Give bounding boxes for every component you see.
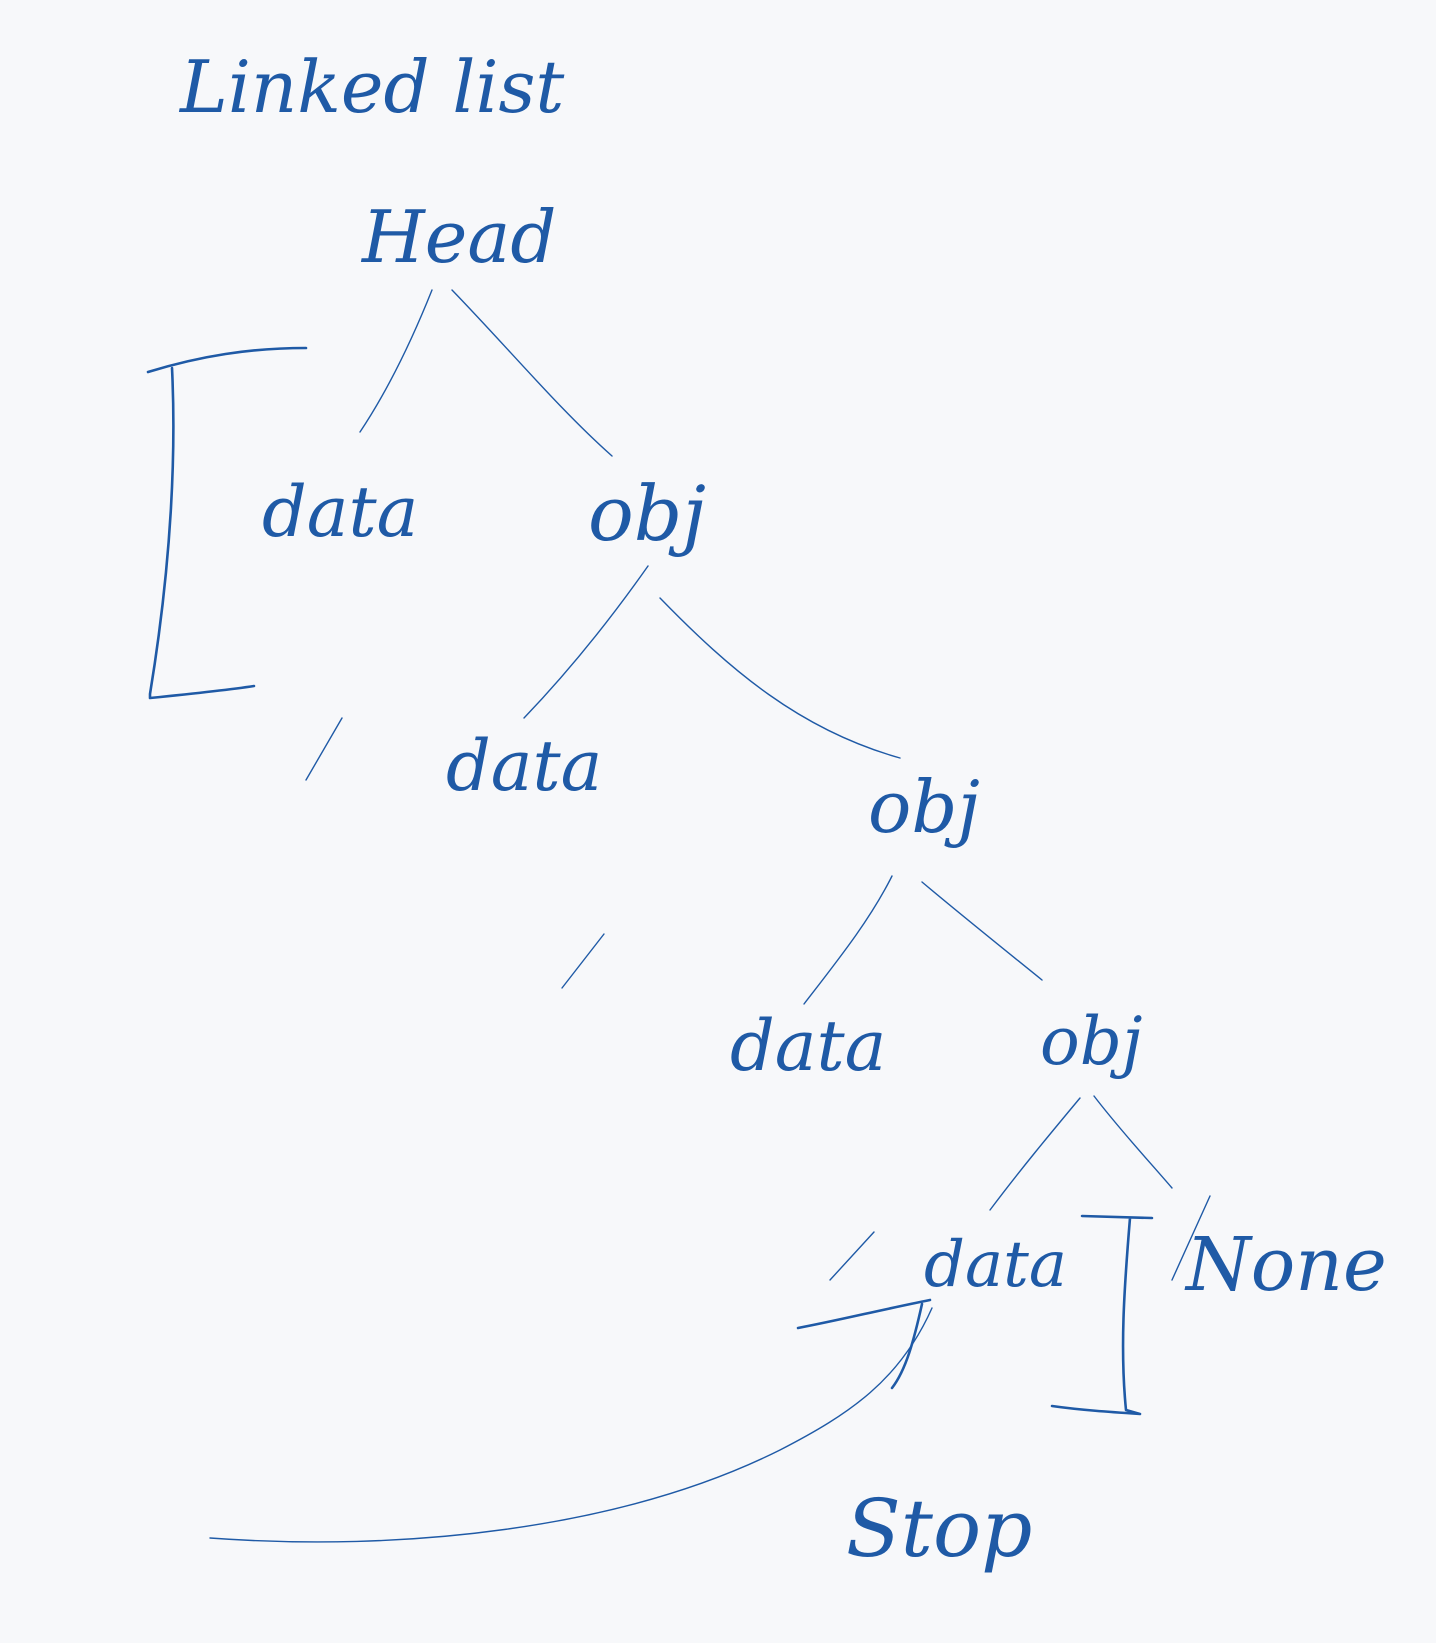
edge-obj-2-data-3 xyxy=(803,875,893,1005)
none-slash xyxy=(1171,1195,1211,1281)
node-obj-3: obj xyxy=(1040,1003,1142,1080)
null-slash-3 xyxy=(829,1231,875,1281)
label-stop: Stop xyxy=(846,1482,1032,1575)
edge-obj-2-obj-3 xyxy=(921,881,1043,981)
edge-obj-1-data-2 xyxy=(523,565,649,719)
null-slash-2 xyxy=(561,933,605,989)
node-data-1: data xyxy=(262,471,418,553)
edge-head-data-1 xyxy=(359,289,433,433)
node-none: None xyxy=(1184,1222,1387,1308)
node-obj-2: obj xyxy=(868,765,980,849)
arrow-head xyxy=(796,1298,932,1390)
edge-obj-3-none xyxy=(1093,1095,1173,1189)
bracket-right xyxy=(1050,1214,1154,1416)
null-slash-1 xyxy=(305,717,343,781)
node-obj-1: obj xyxy=(588,469,706,558)
bracket-left xyxy=(146,346,308,700)
edge-obj-3-data-4 xyxy=(989,1097,1081,1211)
node-data-3: data xyxy=(730,1005,886,1087)
curved-arrow-line xyxy=(209,1307,933,1543)
diagram-title: Linked list xyxy=(178,45,565,129)
node-head: Head xyxy=(360,195,556,279)
node-data-2: data xyxy=(446,725,602,807)
edge-obj-1-obj-2 xyxy=(659,597,901,759)
edge-head-obj-1 xyxy=(451,289,613,457)
node-data-4: data xyxy=(924,1228,1067,1302)
